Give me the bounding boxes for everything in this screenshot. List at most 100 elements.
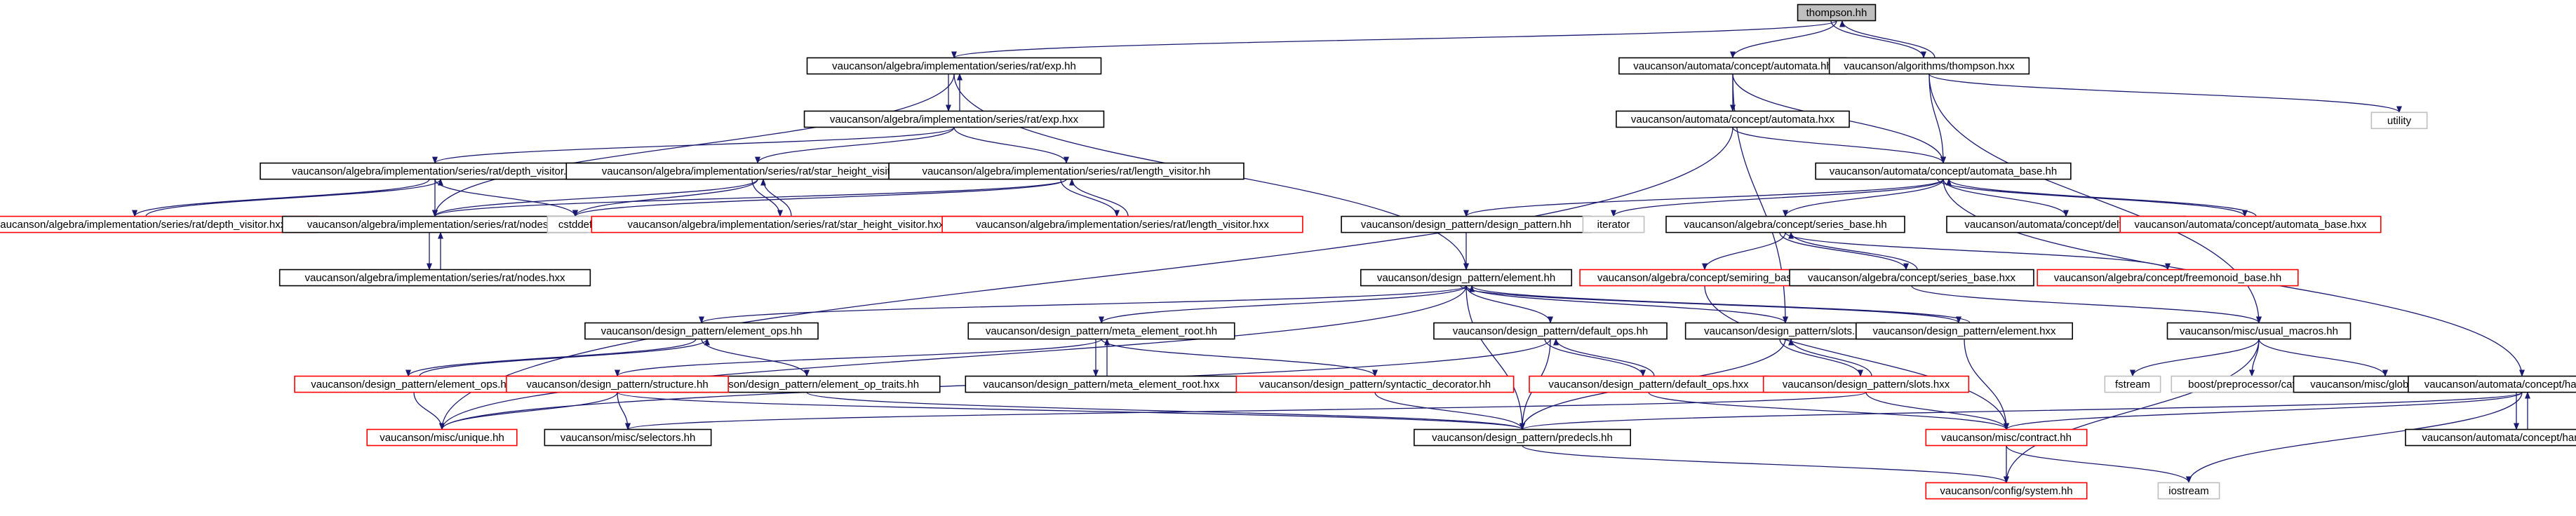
node-handlers-hxx[interactable]: vaucanson/automata/concept/handlers.hxx (2405, 428, 2576, 447)
node-label: vaucanson/misc/contract.hh (1941, 432, 2072, 444)
edge-thompson_hxx-to-automata_base_hh (1928, 74, 1946, 164)
node-syntactic-decorator[interactable]: vaucanson/design_pattern/syntactic_decor… (1235, 375, 1515, 393)
node-slots-hh[interactable]: vaucanson/design_pattern/slots.hh (1684, 322, 1886, 340)
node-label: vaucanson/automata/concept/handlers.hh (2424, 379, 2576, 391)
node-box (1925, 482, 2088, 500)
node-label: vaucanson/design_pattern/design_pattern.… (1361, 219, 1571, 231)
edge-depth_hxx-to-depth_hh (145, 178, 443, 217)
node-slots-hxx[interactable]: vaucanson/design_pattern/slots.hxx (1762, 375, 1970, 393)
node-element-op-traits[interactable]: vaucanson/design_pattern/element_op_trai… (673, 375, 941, 393)
node-element-hxx[interactable]: vaucanson/design_pattern/element.hxx (1856, 322, 2074, 340)
node-star-hh[interactable]: vaucanson/algebra/implementation/series/… (565, 162, 950, 180)
edge-element_hh-to-predecls_hh (1465, 285, 1525, 430)
edge-default_ops_hh-to-default_ops_hxx (1544, 339, 1646, 377)
node-label: vaucanson/design_pattern/element_ops.hxx (311, 379, 517, 391)
node-label: vaucanson/misc/usual_macros.hh (2180, 325, 2338, 337)
node-box (1235, 375, 1515, 393)
node-meta-root-hh[interactable]: vaucanson/design_pattern/meta_element_ro… (967, 322, 1235, 340)
node-label: utility (2387, 115, 2412, 127)
node-box (366, 428, 518, 447)
node-freemonoid-base[interactable]: vaucanson/algebra/concept/freemonoid_bas… (2037, 269, 2299, 287)
edge-exp_hxx-to-star_hh (755, 127, 955, 164)
node-label: vaucanson/design_pattern/slots.hxx (1783, 379, 1950, 391)
node-automata-hh[interactable]: vaucanson/automata/concept/automata.hh (1618, 57, 1847, 75)
edge-element_hxx-to-element_hh (1469, 285, 1971, 324)
node-label: vaucanson/design_pattern/element_op_trai… (695, 379, 919, 391)
edge-element_op_traits-to-predecls_hh (806, 391, 1525, 430)
node-label: vaucanson/algebra/implementation/series/… (307, 219, 563, 231)
node-thompson-hh[interactable]: thompson.hh (1797, 4, 1877, 22)
node-default-ops-hxx[interactable]: vaucanson/design_pattern/default_ops.hxx (1529, 375, 1769, 393)
node-selectors-hh[interactable]: vaucanson/misc/selectors.hh (544, 428, 712, 447)
node-box (941, 215, 1303, 233)
node-label: boost/preprocessor/cat.hpp (2188, 379, 2316, 391)
node-box (806, 57, 1102, 75)
node-system-hh[interactable]: vaucanson/config/system.hh (1925, 482, 2088, 500)
edge-series_base_hxx-to-series_base_hh (1788, 231, 1918, 270)
node-automata-hxx[interactable]: vaucanson/automata/concept/automata.hxx (1616, 110, 1850, 128)
node-label: vaucanson/algebra/concept/series_base.hh (1684, 219, 1886, 231)
node-series-base-hh[interactable]: vaucanson/algebra/concept/series_base.hh (1665, 215, 1905, 233)
node-label: vaucanson/algebra/implementation/series/… (292, 165, 578, 177)
edge-series_base_hxx-to-usual_macros (1911, 285, 2262, 324)
node-semiring-base[interactable]: vaucanson/algebra/concept/semiring_base.… (1579, 269, 1830, 287)
node-element-ops-hxx[interactable]: vaucanson/design_pattern/element_ops.hxx (294, 375, 534, 393)
node-box (2166, 322, 2352, 340)
edge-handlers_hh-to-iostream (2186, 392, 2523, 484)
edge-slots_hxx-to-slots_hh (1788, 338, 1872, 376)
node-exp-hh[interactable]: vaucanson/algebra/implementation/series/… (806, 57, 1102, 75)
edge-default_ops_hxx-to-contract_hh (1648, 391, 2009, 430)
node-box (1925, 428, 2088, 447)
node-box (1616, 110, 1850, 128)
edge-slots_hxx-to-contract_hh (1865, 392, 2009, 430)
edge-thompson_hh-to-automata_hh (1730, 20, 1837, 59)
edge-usual_macros-to-global_timer (2258, 339, 2388, 377)
edge-thompson_hh-to-thompson_hxx (1830, 20, 1926, 59)
edge-usual_macros-to-fstream (2130, 339, 2260, 377)
node-default-ops-hh[interactable]: vaucanson/design_pattern/default_ops.hh (1433, 322, 1668, 340)
node-label: vaucanson/automata/concept/handlers.hxx (2422, 432, 2576, 444)
node-nodes-hxx[interactable]: vaucanson/algebra/implementation/series/… (279, 269, 591, 287)
node-structure-hh[interactable]: vaucanson/design_pattern/structure.hh (506, 375, 729, 393)
edge-length_hh-to-cstddef (572, 179, 1067, 217)
node-box (584, 322, 819, 340)
edge-element_ops_hh-to-element_ops_hxx (405, 339, 697, 377)
edge-length_hxx-to-length_hh (1069, 178, 1129, 217)
node-automata-base-hh[interactable]: vaucanson/automata/concept/automata_base… (1815, 162, 2072, 180)
node-label: iostream (2168, 485, 2209, 497)
node-contract-hh[interactable]: vaucanson/misc/contract.hh (1925, 428, 2088, 447)
node-usual-macros[interactable]: vaucanson/misc/usual_macros.hh (2166, 322, 2352, 340)
edge-automata_base_hh-to-design_pattern_hh (1463, 179, 1944, 217)
edge-series_base_hh-to-semiring_base (1702, 232, 1786, 271)
node-unique-hh[interactable]: vaucanson/misc/unique.hh (366, 428, 518, 447)
node-automata-base-hxx[interactable]: vaucanson/automata/concept/automata_base… (2119, 215, 2382, 233)
edge-structure_hh-to-selectors_hh (617, 392, 631, 430)
node-depth-hh[interactable]: vaucanson/algebra/implementation/series/… (260, 162, 610, 180)
node-star-hxx[interactable]: vaucanson/algebra/implementation/series/… (591, 215, 981, 233)
node-length-hh[interactable]: vaucanson/algebra/implementation/series/… (888, 162, 1245, 180)
node-label: vaucanson/algebra/concept/semiring_base.… (1597, 272, 1812, 284)
node-design-pattern-hh[interactable]: vaucanson/design_pattern/design_pattern.… (1341, 215, 1592, 233)
node-box (1414, 428, 1632, 447)
edge-star_hh-to-cstddef (572, 179, 758, 217)
node-element-ops-hh[interactable]: vaucanson/design_pattern/element_ops.hh (584, 322, 819, 340)
edge-automata_base_hh-to-delta_kind (1943, 179, 2069, 217)
node-label: thompson.hh (1806, 7, 1867, 19)
node-label: vaucanson/algebra/implementation/series/… (830, 114, 1079, 125)
edge-automata_base_hxx-to-automata_base_hh (1946, 178, 2257, 217)
edge-automata_hxx-to-unique_hh (439, 127, 1733, 430)
node-meta-root-hxx[interactable]: vaucanson/design_pattern/meta_element_ro… (965, 375, 1238, 393)
edge-star_hh-to-nodes_hh (432, 179, 758, 217)
node-handlers-hh[interactable]: vaucanson/automata/concept/handlers.hh (2408, 375, 2576, 393)
node-length-hxx[interactable]: vaucanson/algebra/implementation/series/… (941, 215, 1303, 233)
edge-automata_base_hh-to-iterator (1611, 179, 1944, 217)
node-element-hh[interactable]: vaucanson/design_pattern/element.hh (1360, 269, 1573, 287)
node-predecls-hh[interactable]: vaucanson/design_pattern/predecls.hh (1414, 428, 1632, 447)
node-box (2037, 269, 2299, 287)
node-label: vaucanson/algebra/implementation/series/… (602, 165, 913, 177)
node-depth-hxx[interactable]: vaucanson/algebra/implementation/series/… (0, 215, 318, 233)
node-series-base-hxx[interactable]: vaucanson/algebra/concept/series_base.hx… (1789, 269, 2034, 287)
node-nodes-hh[interactable]: vaucanson/algebra/implementation/series/… (281, 215, 589, 233)
node-exp-hxx[interactable]: vaucanson/algebra/implementation/series/… (803, 110, 1105, 128)
node-thompson-hxx[interactable]: vaucanson/algorithms/thompson.hxx (1828, 57, 2030, 75)
